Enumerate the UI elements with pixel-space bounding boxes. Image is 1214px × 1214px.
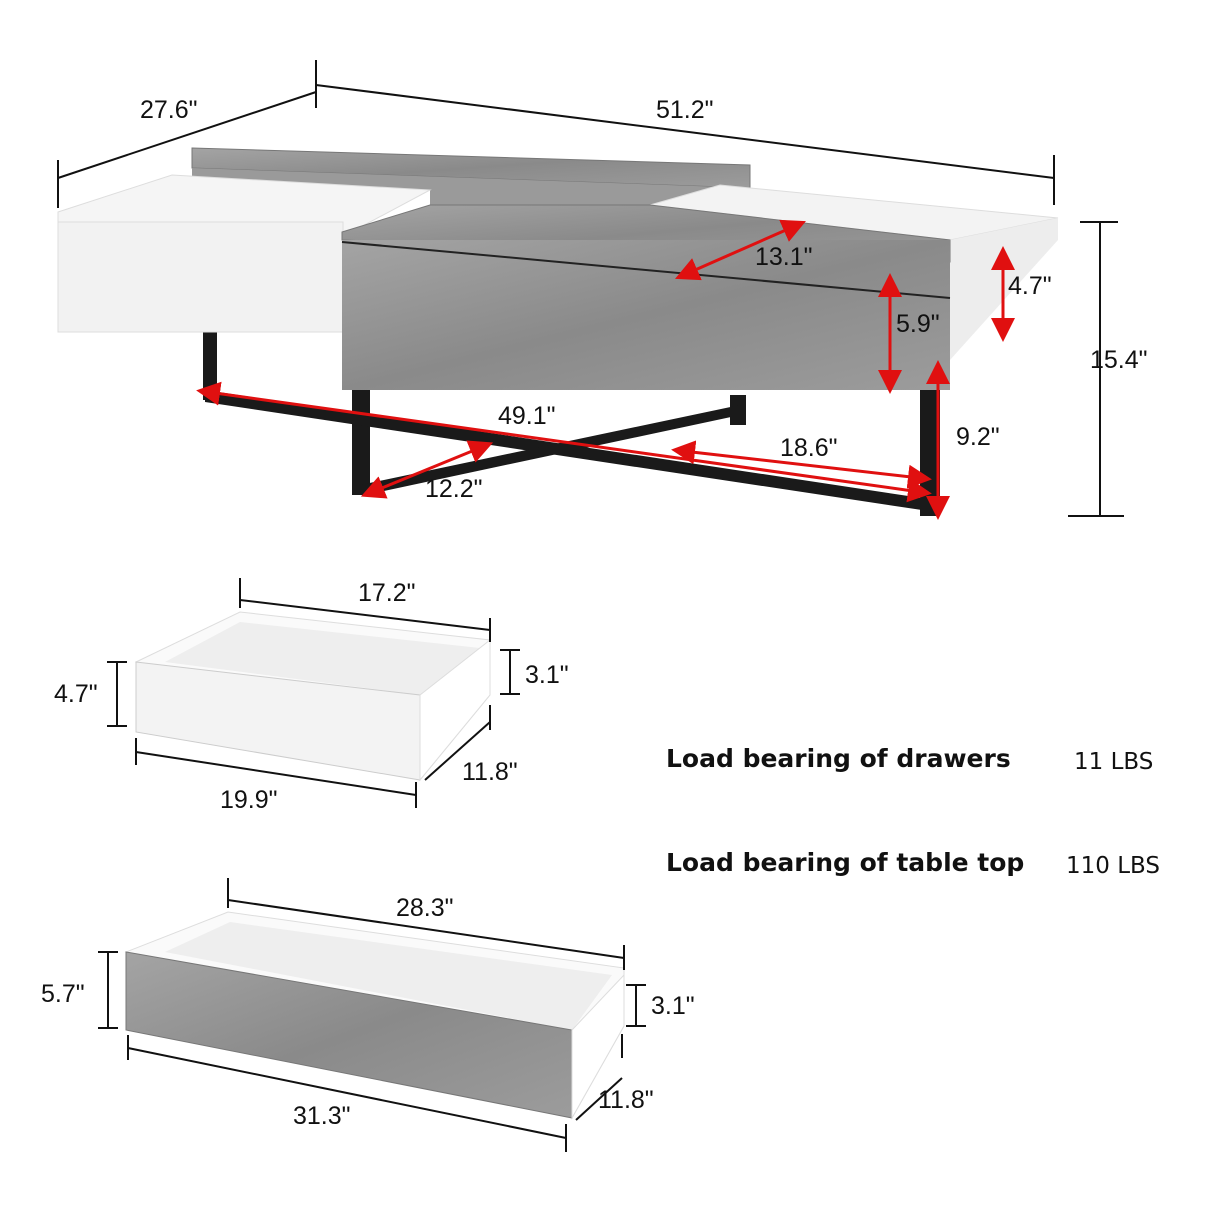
tabletop-load-label: Load bearing of table top bbox=[666, 848, 1025, 877]
drawer-load-label: Load bearing of drawers bbox=[666, 744, 1011, 773]
small-drawer-dimension-lines bbox=[107, 578, 520, 808]
large-depth-label: 11.8" bbox=[598, 1086, 654, 1114]
large-drawer-illustration bbox=[124, 911, 625, 1120]
frame-depth-label: 12.2" bbox=[425, 475, 483, 503]
small-inner-width-label: 17.2" bbox=[358, 579, 416, 607]
frame-inner-span-label: 18.6" bbox=[780, 434, 838, 462]
depth-label: 27.6" bbox=[140, 96, 198, 124]
large-inner-width-label: 28.3" bbox=[396, 894, 454, 922]
large-front-height-label: 5.7" bbox=[41, 980, 85, 1008]
small-front-height-label: 4.7" bbox=[54, 680, 98, 708]
small-inner-height-label: 3.1" bbox=[525, 661, 569, 689]
center-drawer bbox=[342, 240, 950, 390]
dimension-lines bbox=[57, 60, 1124, 517]
large-inner-height-label: 3.1" bbox=[651, 992, 695, 1020]
center-drawer-height-label: 5.9" bbox=[896, 310, 940, 338]
red-dimension-arrows bbox=[196, 219, 1015, 520]
total-height-label: 15.4" bbox=[1090, 346, 1148, 374]
drawer-load-value: 11 LBS bbox=[1074, 749, 1154, 775]
frame-length-label: 49.1" bbox=[498, 402, 556, 430]
length-label: 51.2" bbox=[656, 96, 714, 124]
left-marble-drawer bbox=[57, 221, 344, 333]
lift-top-depth-label: 13.1" bbox=[755, 243, 813, 271]
large-front-width-label: 31.3" bbox=[293, 1102, 351, 1130]
side-drawer-height-label: 4.7" bbox=[1008, 272, 1052, 300]
large-drawer-dimension-lines bbox=[98, 878, 646, 1152]
small-drawer-illustration bbox=[134, 611, 491, 782]
small-front-width-label: 19.9" bbox=[220, 786, 278, 814]
leg-clearance-label: 9.2" bbox=[956, 423, 1000, 451]
small-depth-label: 11.8" bbox=[462, 758, 518, 786]
tabletop-load-value: 110 LBS bbox=[1066, 853, 1160, 879]
